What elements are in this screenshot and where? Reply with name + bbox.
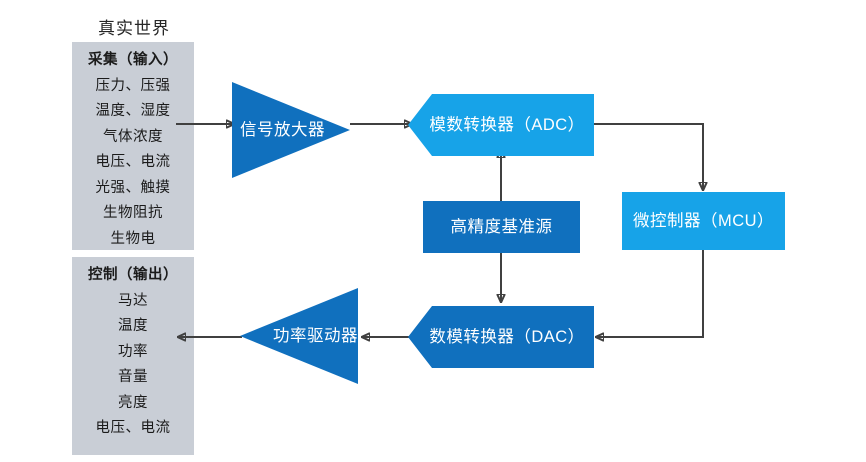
- list-item: 马达: [118, 292, 148, 309]
- list-item: 音量: [118, 369, 148, 385]
- input-panel-header: 采集（输入）: [88, 52, 178, 68]
- input-panel: 采集（输入） 压力、压强 温度、湿度 气体浓度 电压、电流 光强、触摸 生物阻抗…: [72, 42, 194, 250]
- node-power-driver[interactable]: 功率驱动器: [240, 288, 358, 384]
- wire-adc-to-mcu: [594, 123, 703, 190]
- node-label-dac: 数模转换器（DAC）: [429, 327, 585, 346]
- list-item: 温度、湿度: [95, 103, 171, 119]
- node-adc[interactable]: 模数转换器（ADC）: [408, 94, 594, 156]
- list-item: 生物阻抗: [103, 205, 163, 221]
- node-mcu[interactable]: 微控制器（MCU）: [622, 192, 785, 250]
- list-item: 电压、电流: [95, 154, 171, 170]
- list-item: 压力、压强: [95, 77, 171, 94]
- node-label-amplifier: 信号放大器: [240, 120, 325, 139]
- list-item: 亮度: [118, 394, 148, 411]
- list-item: 光强、触摸: [95, 179, 171, 196]
- node-label-adc: 模数转换器（ADC）: [429, 115, 585, 134]
- node-label-reference: 高精度基准源: [450, 217, 553, 236]
- wire-mcu-to-dac: [596, 250, 704, 337]
- list-item: 生物电: [110, 230, 156, 247]
- list-item: 电压、电流: [95, 420, 171, 436]
- output-panel: 控制（输出） 马达 温度 功率 音量 亮度 电压、电流: [72, 257, 194, 455]
- output-panel-header: 控制（输出）: [88, 267, 178, 283]
- node-dac[interactable]: 数模转换器（DAC）: [408, 306, 594, 368]
- list-item: 温度: [118, 318, 148, 334]
- node-label-mcu: 微控制器（MCU）: [632, 211, 775, 230]
- diagram-title: 真实世界: [98, 19, 170, 38]
- node-label-driver: 功率驱动器: [273, 326, 358, 345]
- list-item: 气体浓度: [103, 128, 163, 145]
- node-signal-amplifier[interactable]: 信号放大器: [232, 82, 350, 178]
- list-item: 功率: [118, 343, 148, 360]
- node-reference-source[interactable]: 高精度基准源: [423, 201, 580, 253]
